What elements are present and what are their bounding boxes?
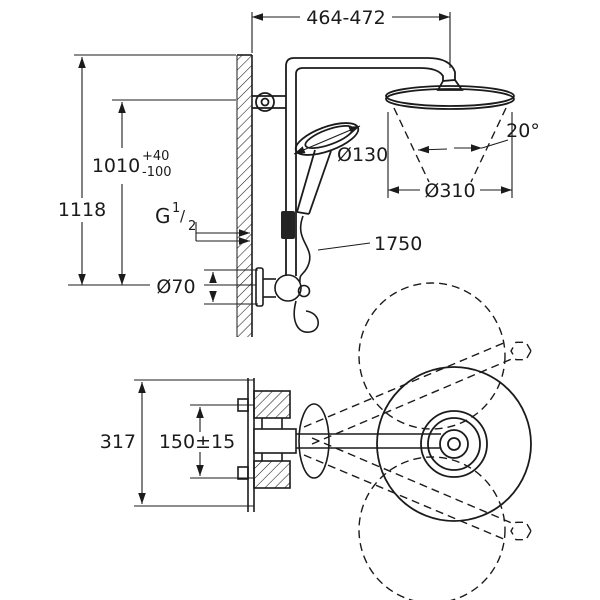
swivel-range <box>303 282 532 600</box>
dimension-line <box>293 125 361 155</box>
handle-end <box>296 211 310 215</box>
hand-shower-diameter-dimension: Ø130 <box>293 125 388 166</box>
riser-height-label: 1010 <box>92 155 140 177</box>
arm-escutcheon <box>298 403 330 479</box>
hose-loop <box>293 300 319 333</box>
wall <box>236 54 253 337</box>
riser-height-dimension: 1010 +40 -100 <box>92 99 236 285</box>
hose-upper <box>299 215 311 283</box>
head-inner-ring <box>420 410 488 478</box>
hose-length-callout: 1750 <box>317 233 422 255</box>
escutcheon-edge <box>255 267 264 307</box>
overall-height-label: 1118 <box>58 199 106 221</box>
head-shower-face <box>385 85 515 107</box>
hand-shower-diameter-label: Ø130 <box>337 144 388 166</box>
spray-line <box>393 107 430 183</box>
pipe-outline <box>295 67 444 276</box>
swiveled-head-position <box>358 282 506 430</box>
trim-height-dimension: 317 <box>100 379 254 507</box>
riser-tolerance-minus: -100 <box>142 165 172 180</box>
head-hub-center <box>447 437 461 451</box>
head-outer-ring <box>376 366 532 522</box>
head-shower-rim <box>385 88 515 110</box>
spray-line <box>470 107 507 183</box>
shower-hose <box>293 215 319 333</box>
riser-tolerance-plus: +40 <box>142 149 169 164</box>
head-inner-ring <box>427 417 481 471</box>
arm-end-fitting <box>510 521 532 541</box>
hose-length-label: 1750 <box>374 233 422 255</box>
swiveled-head-position <box>358 456 506 600</box>
hand-shower-holder <box>281 211 295 239</box>
spray-angle-callout: 20° <box>417 120 540 154</box>
head-shower <box>385 85 515 110</box>
valve-knob <box>297 284 311 298</box>
arm-end-fitting <box>510 341 532 361</box>
head-diameter-dimension: Ø310 <box>387 112 513 202</box>
valve-center-body <box>253 428 297 454</box>
valve-front-view <box>237 378 297 512</box>
connection-spacing-dimension: 150±15 <box>159 404 254 479</box>
connection-spacing-label: 150±15 <box>159 431 235 453</box>
leader-line <box>481 139 509 149</box>
hand-shower-handle <box>308 150 332 215</box>
thread-size-callout: G 1 / 2 <box>155 201 250 245</box>
escutcheon-diameter-label: Ø70 <box>156 276 195 298</box>
thread-letter-label: G <box>155 204 171 228</box>
valve-handle-top <box>253 390 291 419</box>
valve-side-view <box>255 267 311 307</box>
escutcheon-diameter-dimension: Ø70 <box>156 269 258 305</box>
hand-shower <box>281 122 360 239</box>
thread-slash-label: / <box>180 207 186 225</box>
valve-handle-bottom <box>253 460 291 489</box>
trim-height-label: 317 <box>100 431 136 453</box>
valve-body <box>274 274 302 302</box>
head-diameter-label: Ø310 <box>424 180 475 202</box>
wall-hatching <box>237 55 252 337</box>
pipe-outline <box>285 57 456 276</box>
spray-angle-label: 20° <box>506 120 540 142</box>
thread-numerator-label: 1 <box>172 201 180 216</box>
shower-arm-top-view <box>296 403 441 479</box>
swiveled-arm <box>311 437 515 525</box>
swiveled-arm <box>303 454 507 541</box>
head-shower-top-view <box>376 366 532 522</box>
head-hub <box>439 429 469 459</box>
top-width-label: 464-472 <box>306 7 385 29</box>
supply-connection <box>237 466 249 480</box>
wall-flange-screw <box>260 97 270 107</box>
hand-shower-handle <box>296 149 316 213</box>
wall-flange <box>255 92 275 112</box>
overall-height-dimension: 1118 <box>58 54 256 286</box>
top-width-dimension: 464-472 <box>251 7 451 68</box>
angle-arrow <box>417 145 448 154</box>
shower-column <box>252 57 464 276</box>
thread-denominator-label: 2 <box>188 219 196 234</box>
leader-line <box>317 242 371 251</box>
spray-cone <box>393 107 507 183</box>
